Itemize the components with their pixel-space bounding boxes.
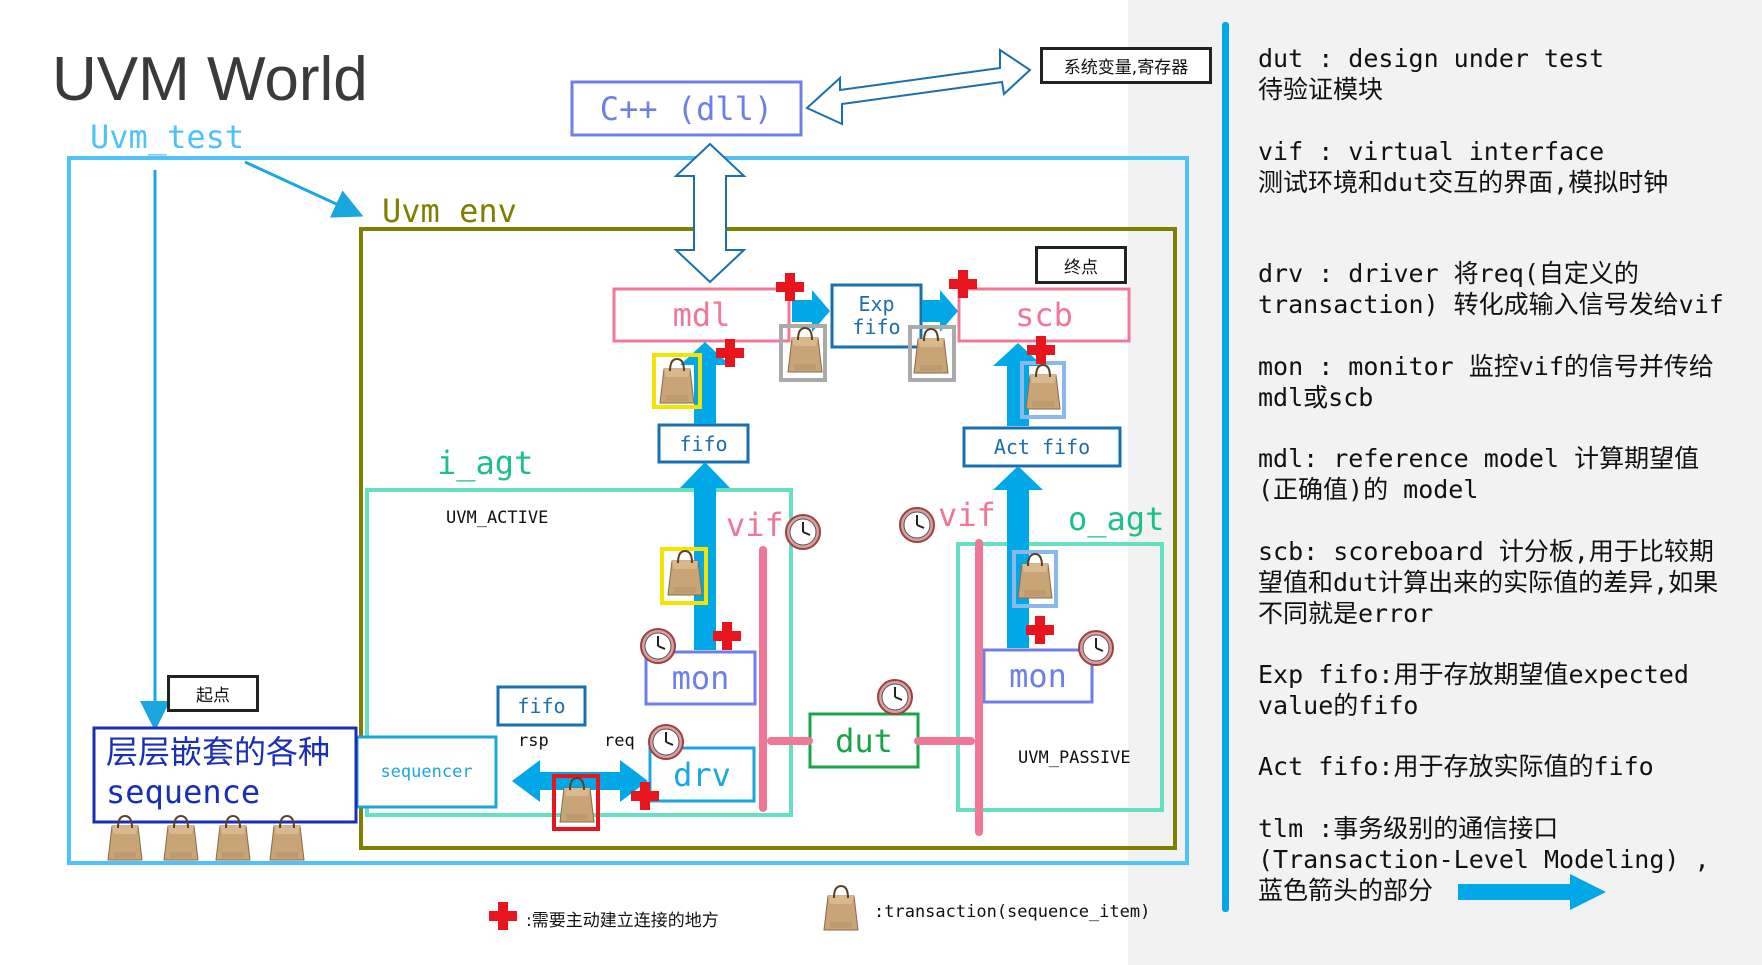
omon-to-actfifo-arrow [993,466,1043,648]
note-vif: vif : virtual interface 测试环境和dut交互的界面,模拟… [1258,137,1669,197]
exp-fifo-box [830,283,923,349]
notes-divider [1222,22,1229,912]
o-mon-label: mon [1009,657,1067,695]
uvm-env-label: Uvm_env [382,192,517,230]
dut-box [808,712,920,769]
cpp-sysvar-arrow [805,48,1032,126]
rsp-label: rsp [518,731,549,751]
cpp-dll-box [570,80,803,137]
dut-conn-right [914,737,975,745]
vif-right-label: vif [938,496,996,534]
notes-panel [1128,0,1762,965]
test-to-env-arrow [244,160,364,218]
shopping-bag-icon [779,324,827,382]
tlm-legend-arrow [1458,874,1606,910]
scb-label: scb [1015,296,1073,334]
i-fifo-label: fifo [679,431,728,456]
mdl-expfifo-arrow [792,290,830,332]
page-title: UVM World [52,45,368,114]
sequence-line2: sequence [106,773,261,811]
red-cross-icon [1026,616,1054,644]
vif-bar-left [759,546,767,812]
diagram-canvas [67,48,1189,931]
note-exp-fifo: Exp fifo:用于存放期望值expected value的fifo [1258,660,1689,720]
sequencer-box [355,735,498,809]
clock-icon [899,507,935,543]
vif-left-label: vif [726,506,784,544]
shopping-bag-icon [908,325,956,382]
i-fifo-box [657,423,750,464]
clock-icon [877,679,913,715]
note-dut: dut : design under test 待验证模块 [1258,44,1605,104]
uvm-active-label: UVM_ACTIVE [446,508,549,528]
shopping-bag-icon [1012,550,1058,608]
red-cross-icon [489,902,517,930]
end-point-tag: 终点 [1035,246,1127,284]
note-mdl: mdl: reference model 计算期望值 (正确值)的 model [1258,444,1700,504]
fifo-to-mdl-arrow [680,342,730,424]
uvm-test-label: Uvm_test [90,118,245,156]
req-label: req [604,731,635,751]
clock-icon [785,514,821,550]
exp-fifo-label: Exp fifo [832,285,921,347]
uvm-passive-label: UVM_PASSIVE [1018,748,1131,768]
seq-fifo-label: fifo [517,694,566,718]
i-agt-label: i_agt [437,444,534,482]
mdl-label: mdl [672,296,731,334]
cpp-mdl-arrow [673,142,747,284]
shopping-bag-icon [660,547,708,605]
sys-var-tag: 系统变量,寄存器 [1040,47,1212,84]
red-cross-icon [713,622,741,650]
seq-fifo-box [496,685,587,727]
expfifo-scb-arrow [922,290,958,332]
legend-transaction: :transaction(sequence_item) [874,902,1151,922]
uvm-env-box [359,227,1177,850]
act-fifo-label: Act fifo [993,435,1091,459]
note-mon: mon : monitor 监控vif的信号并传给 mdl或scb [1258,352,1714,412]
seq-drv-arrow [512,760,648,802]
drv-label: drv [673,755,731,794]
exp-fifo-line1: Exp [858,292,895,316]
note-tlm: tlm :事务级别的通信接口 (Transaction-Level Modeli… [1258,814,1710,905]
i-mon-label: mon [671,659,730,697]
sequence-box [92,726,358,824]
shopping-bag-icon [652,353,702,409]
sequence-line1: 层层嵌套的各种 [106,733,331,771]
shopping-bag-icon [823,885,859,931]
shopping-bag-icon [552,774,600,831]
start-point-tag: 起点 [167,675,259,712]
sequence-label: 层层嵌套的各种 sequence [106,732,354,812]
note-scb: scb: scoreboard 计分板,用于比较期 望值和dut计算出来的实际值… [1258,537,1719,628]
o-agt-label: o_agt [1068,500,1165,538]
note-act-fifo: Act fifo:用于存放实际值的fifo [1258,752,1654,781]
dut-label: dut [835,721,893,760]
o-mon-box [982,648,1094,704]
dut-conn-left [767,737,813,745]
legend-connect: :需要主动建立连接的地方 [526,911,719,931]
act-fifo-box [962,426,1122,468]
uvm-test-box [67,156,1189,865]
mdl-box [612,287,791,343]
o-agt-box [956,542,1164,812]
sequencer-label: sequencer [380,762,473,782]
exp-fifo-line2: fifo [852,315,901,339]
cpp-dll-label: C++ (dll) [599,89,774,128]
note-drv: drv : driver 将req(自定义的 transaction) 转化成输… [1258,259,1724,319]
vif-bar-right [975,539,983,836]
